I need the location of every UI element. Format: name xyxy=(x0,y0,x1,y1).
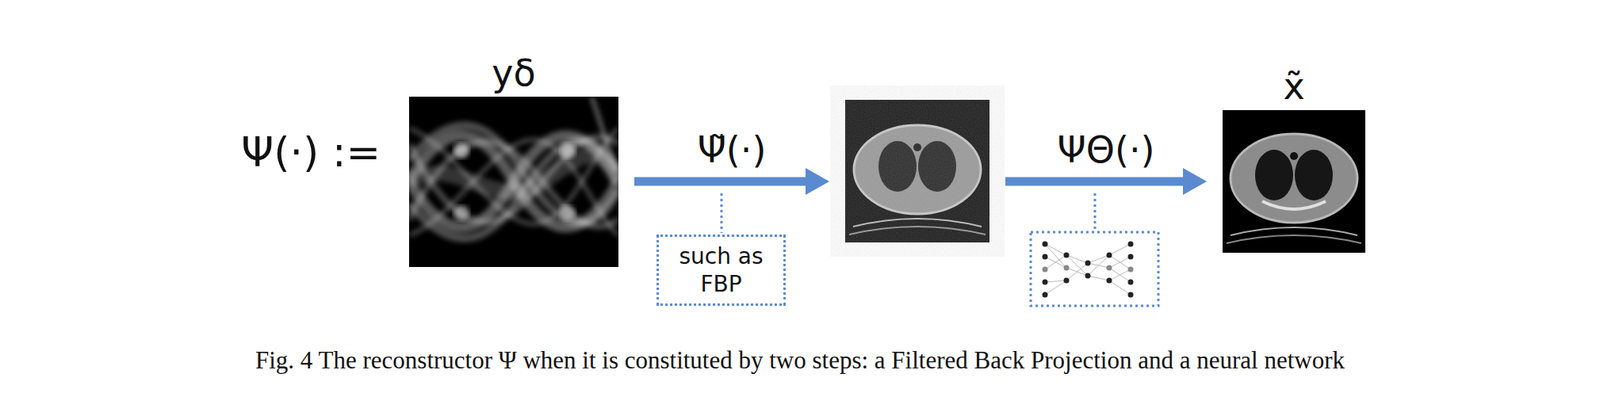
operator-label: Ψ(·) := xyxy=(241,130,381,176)
sinogram-image xyxy=(409,96,619,268)
leader-line xyxy=(1094,193,1097,231)
sinogram-node: yδ xyxy=(409,96,619,268)
flow-arrow xyxy=(1005,168,1207,196)
figure-caption: Fig. 4 The reconstructor Ψ when it is co… xyxy=(0,345,1600,376)
method-note-box: such as FBP xyxy=(656,234,786,307)
image-heading: yδ xyxy=(491,53,536,97)
image-heading: x̃ xyxy=(1282,66,1305,111)
ct-image-fbp xyxy=(845,99,990,243)
box-text: such as FBP xyxy=(673,242,770,299)
ct-fbp-node xyxy=(845,99,990,243)
ct-output-node: x̃ xyxy=(1222,110,1366,253)
flow-arrow xyxy=(634,168,830,196)
leader-line xyxy=(720,193,724,234)
network-icon xyxy=(1030,232,1159,307)
ct-image-clean xyxy=(1222,110,1366,253)
arrow-label: ΨΘ(·) xyxy=(1054,130,1159,171)
arrow-label: Ψ̃(·) xyxy=(694,130,770,171)
